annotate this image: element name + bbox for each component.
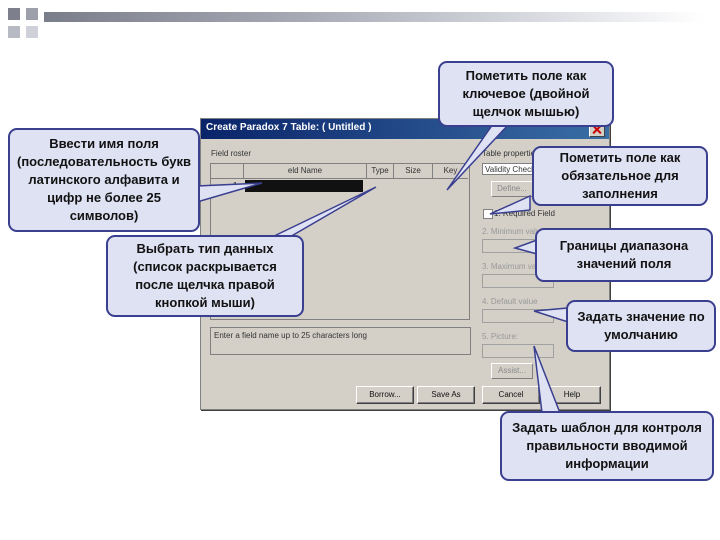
required-field-checkbox[interactable] (483, 209, 493, 219)
borrow-button[interactable]: Borrow... (356, 386, 414, 404)
callout-field-name: Ввести имя поля (последовательность букв… (8, 128, 200, 232)
default-value-label: 4. Default value (482, 297, 538, 306)
callout-data-type: Выбрать тип данных (список раскрывается … (106, 235, 304, 317)
dialog-title: Create Paradox 7 Table: ( Untitled ) (206, 122, 372, 133)
help-button[interactable]: Help (543, 386, 601, 404)
assist-button[interactable]: Assist... (491, 363, 533, 379)
required-field-label: 1. Required Field (494, 209, 555, 218)
picture-input[interactable] (482, 344, 554, 358)
column-header-key[interactable]: Key (433, 164, 468, 179)
size-cell[interactable] (394, 180, 432, 192)
callout-key-field: Пометить поле как ключевое (двойной щелч… (438, 61, 614, 127)
decorative-square (26, 8, 38, 20)
cancel-button[interactable]: Cancel (482, 386, 540, 404)
table-properties-label: Table properties (482, 149, 539, 158)
decorative-square (8, 8, 20, 20)
key-cell[interactable] (433, 180, 467, 192)
callout-picture: Задать шаблон для контроля правильности … (500, 411, 714, 481)
decorative-square (26, 26, 38, 38)
save-as-button[interactable]: Save As (417, 386, 475, 404)
column-header-size[interactable]: Size (394, 164, 433, 179)
field-roster-label: Field roster (211, 149, 252, 158)
field-name-cell[interactable] (245, 180, 363, 192)
column-header-row-number (211, 164, 244, 179)
maximum-value-label: 3. Maximum value (482, 262, 547, 271)
row-number: 1 (233, 181, 238, 190)
column-header-field-name[interactable]: eld Name (244, 164, 367, 179)
callout-range: Границы диапазона значений поля (535, 228, 713, 282)
decorative-header-bar (44, 12, 704, 22)
table-properties-select[interactable]: Validity Checks (482, 163, 538, 175)
default-value-input[interactable] (482, 309, 554, 323)
decorative-square (8, 26, 20, 38)
callout-default-value: Задать значение по умолчанию (566, 300, 716, 352)
column-header-type[interactable]: Type (367, 164, 394, 179)
type-cell[interactable] (367, 180, 393, 192)
define-button[interactable]: Define... (491, 181, 533, 197)
hint-text-box: Enter a field name up to 25 characters l… (210, 327, 471, 355)
minimum-value-label: 2. Minimum value (482, 227, 545, 236)
picture-label: 5. Picture: (482, 332, 519, 341)
callout-required: Пометить поле как обязательное для запол… (532, 146, 708, 206)
